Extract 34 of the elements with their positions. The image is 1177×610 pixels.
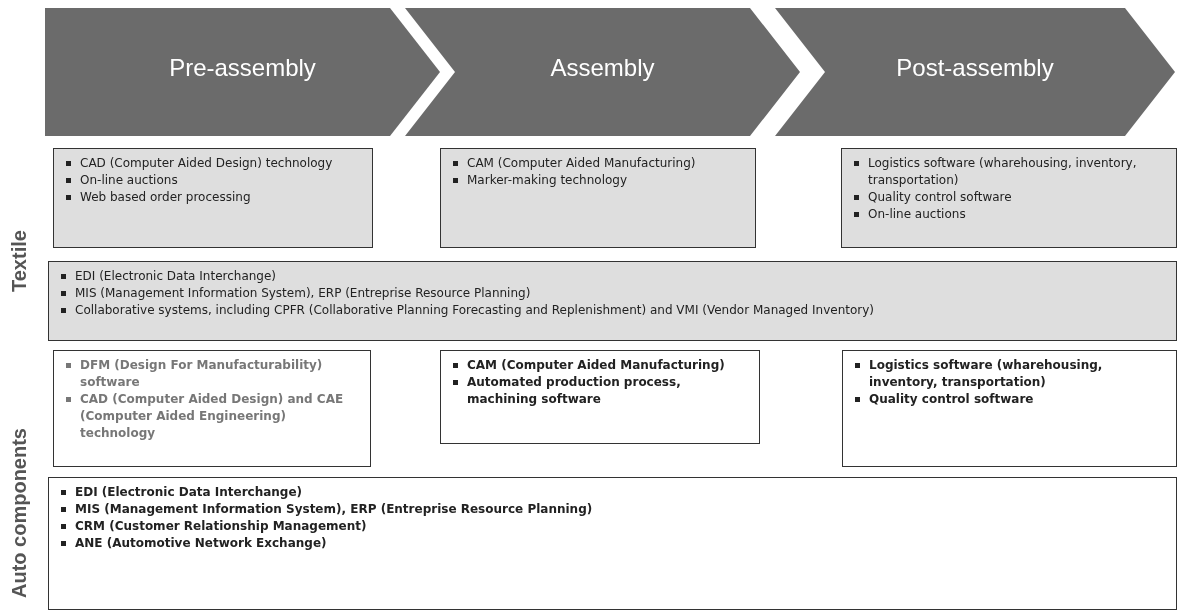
bullet-text: Logistics software (wharehousing, inventory, transportation)	[868, 156, 1137, 187]
bullet-text: Quality control software	[868, 190, 1012, 204]
bullet-text: ANE (Automotive Network Exchange)	[75, 536, 327, 550]
bullet-text: CAM (Computer Aided Manufacturing)	[467, 156, 696, 170]
row-heading: Auto components	[8, 428, 31, 598]
bullet-text: Marker-making technology	[467, 173, 628, 187]
bullet-text: MIS (Management Information System), ERP (Entreprise Resource Planning)	[75, 502, 593, 516]
text-panel	[841, 148, 1177, 248]
bullet-text: DFM (Design For Manufacturability) software	[80, 358, 323, 389]
text-panel	[48, 477, 1177, 610]
bullet-text: EDI (Electronic Data Interchange)	[75, 485, 303, 499]
bullet-text: CRM (Customer Relationship Management)	[75, 519, 367, 533]
bullet-text: CAD (Computer Aided Design) technology	[80, 156, 333, 170]
bullet-text: On-line auctions	[80, 173, 178, 187]
bullet-text: CAD (Computer Aided Design) and CAE (Computer Aided Engineering) technology	[80, 392, 344, 440]
bullet-text: Logistics software (wharehousing, inventory, transportation)	[869, 358, 1103, 389]
stage-title: Post-assembly	[895, 54, 1055, 82]
text-panel	[53, 350, 371, 467]
text-panel	[842, 350, 1177, 467]
text-panel	[48, 261, 1177, 341]
bullet-text: Quality control software	[869, 392, 1034, 406]
stage-title: Pre-assembly	[168, 54, 317, 82]
row-heading: Textile	[8, 230, 31, 292]
bullet-text: EDI (Electronic Data Interchange)	[75, 269, 277, 283]
text-panel	[440, 148, 756, 248]
text-panel	[53, 148, 373, 248]
stage-title: Assembly	[549, 54, 656, 82]
bullet-text: CAM (Computer Aided Manufacturing)	[467, 358, 725, 372]
bullet-text: Collaborative systems, including CPFR (Collaborative Planning Forecasting and Replenishment) and VMI (Vendor Managed Inventory)	[75, 303, 875, 317]
text-panel	[440, 350, 760, 444]
bullet-text: On-line auctions	[868, 207, 966, 221]
bullet-text: Automated production process, machining software	[467, 375, 681, 406]
bullet-text: MIS (Management Information System), ERP (Entreprise Resource Planning)	[75, 286, 531, 300]
bullet-text: Web based order processing	[80, 190, 251, 204]
